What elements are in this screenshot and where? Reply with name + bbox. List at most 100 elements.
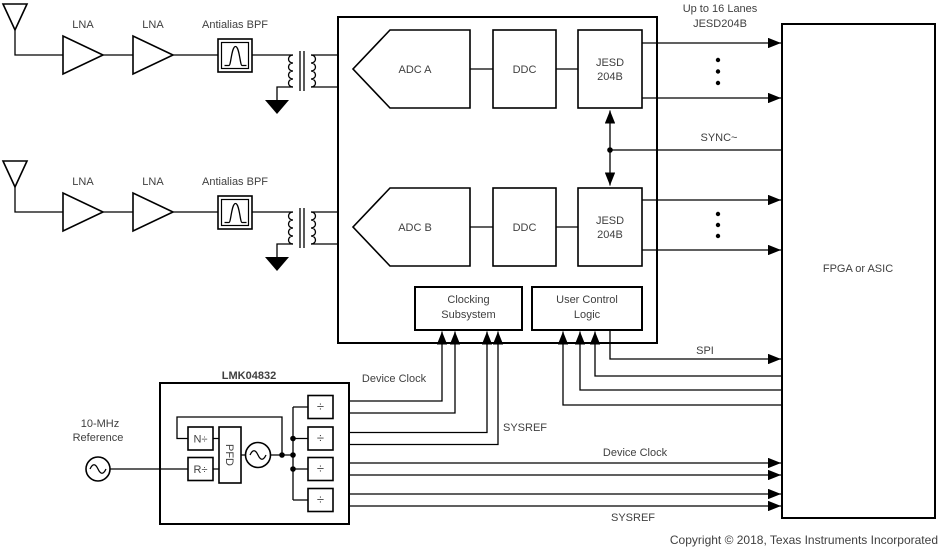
clocking-subsystem-label: Subsystem — [441, 309, 495, 321]
ground-icon — [265, 100, 289, 114]
pfd-block — [218, 426, 242, 484]
bpf-block — [217, 38, 253, 73]
dot — [715, 233, 721, 239]
bpf-block — [217, 195, 253, 230]
jesd-a-label: JESD — [596, 57, 624, 69]
divider-block-4 — [307, 487, 334, 513]
antenna-icon — [1, 160, 29, 189]
lmk04832-block: LMK04832 N÷ R÷ PFD ÷ ÷ ÷ ÷ — [110, 370, 350, 525]
fpga-block: FPGA or ASIC — [781, 23, 936, 519]
sysref-chip-label: SYSREF — [503, 422, 547, 434]
lna-label: LNA — [72, 19, 94, 31]
r-divider-label: R÷ — [194, 464, 208, 476]
bpf-label: Antialias BPF — [202, 19, 268, 31]
device-clock-fpga-label: Device Clock — [603, 447, 668, 459]
sync-label: SYNC~ — [701, 132, 738, 144]
lmk04832-title: LMK04832 — [222, 370, 276, 382]
device-clock-chip-arrow-1 — [333, 331, 448, 402]
adc-a-block — [351, 29, 471, 109]
ddc-a-block — [492, 29, 557, 109]
n-divider-block — [187, 426, 214, 451]
user-control-logic-label: Logic — [574, 309, 601, 321]
ddc-b-label: DDC — [513, 222, 537, 234]
divider-label: ÷ — [317, 461, 324, 476]
control-wire-3 — [557, 331, 782, 406]
lanes-label: JESD204B — [693, 18, 747, 30]
bandpass-curve-icon — [224, 45, 247, 67]
dot — [715, 80, 721, 86]
lna-label: LNA — [142, 176, 164, 188]
jesd-lane-wires: Up to 16 Lanes JESD204B — [642, 3, 781, 256]
adc-chip: ADC A DDC JESD 204B ADC B DDC JESD 204B … — [337, 16, 658, 344]
device-clock-chip-arrow-2 — [333, 331, 461, 414]
sine-icon — [89, 464, 107, 474]
r-divider-block — [187, 456, 214, 482]
lna-amplifier-icon — [62, 191, 105, 233]
ddc-b-block — [492, 187, 557, 267]
chain-b-wires — [14, 187, 375, 245]
sysref-chip-arrow-2 — [333, 331, 504, 446]
lna-amplifier-icon — [62, 34, 105, 76]
fpga-label: FPGA or ASIC — [823, 263, 893, 275]
reference-label: 10-MHz — [81, 418, 120, 430]
bpf-inner-frame — [220, 198, 250, 227]
divider-label: ÷ — [317, 492, 324, 507]
ddc-a-label: DDC — [513, 64, 537, 76]
clocking-subsystem-block — [414, 286, 523, 331]
divider-label: ÷ — [317, 431, 324, 446]
transformer-icon — [287, 208, 317, 248]
spi-label: SPI — [696, 345, 714, 357]
ground-wire — [276, 86, 293, 100]
adc-a-label: ADC A — [398, 64, 432, 76]
lna-label: LNA — [142, 19, 164, 31]
lanes-label: Up to 16 Lanes — [683, 3, 758, 15]
ellipsis-dots-a — [715, 57, 721, 86]
jesd-b-label: JESD — [596, 215, 624, 227]
sysref-chip-arrow-1 — [333, 331, 493, 434]
ellipsis-dots-b — [715, 211, 721, 239]
n-divider-label: N÷ — [194, 434, 208, 446]
chain-a-wires — [14, 30, 375, 88]
dot — [715, 57, 721, 63]
spi-arrow — [609, 330, 781, 365]
ground-wire — [276, 243, 293, 257]
clock-wires: Device Clock SYSREF Device Clock SYSREF — [333, 331, 781, 524]
control-wire-2 — [574, 331, 782, 391]
sync-wires: SYNC~ — [604, 110, 782, 186]
antenna-icon — [1, 3, 29, 32]
junction-dot — [607, 147, 613, 153]
control-wire-1 — [589, 331, 782, 377]
fpga-outline — [781, 23, 936, 519]
bpf-label: Antialias BPF — [202, 176, 268, 188]
junction-dot — [279, 452, 285, 458]
adc-b-block — [351, 187, 471, 267]
bpf-inner-frame — [220, 41, 250, 70]
jesd-b-block — [577, 187, 643, 267]
reference-source: 10-MHz Reference — [73, 418, 124, 482]
jesd-a-block — [577, 29, 643, 109]
reference-label: Reference — [73, 432, 124, 444]
lna-label: LNA — [72, 176, 94, 188]
lna-amplifier-icon — [132, 34, 175, 76]
pfd-label: PFD — [223, 444, 235, 466]
dot — [715, 222, 721, 228]
divider-block-3 — [307, 456, 334, 482]
junction-dot — [290, 435, 296, 442]
user-control-logic-block — [531, 286, 643, 331]
junction-dot — [290, 452, 296, 458]
jesd-a-label: 204B — [597, 71, 623, 83]
signal-chain-a: LNA LNA Antialias BPF — [1, 3, 375, 114]
signal-chain-b: LNA LNA Antialias BPF — [1, 160, 375, 271]
clocking-subsystem-label: Clocking — [447, 294, 489, 306]
copyright-text: Copyright © 2018, Texas Instruments Inco… — [670, 533, 938, 547]
dot — [715, 69, 721, 74]
adc-b-label: ADC B — [398, 222, 432, 234]
jesd-b-label: 204B — [597, 229, 623, 241]
divider-block-1 — [307, 394, 334, 420]
user-control-logic-label: User Control — [556, 294, 618, 306]
divider-block-2 — [307, 426, 334, 451]
dot — [715, 211, 721, 217]
lna-amplifier-icon — [132, 191, 175, 233]
